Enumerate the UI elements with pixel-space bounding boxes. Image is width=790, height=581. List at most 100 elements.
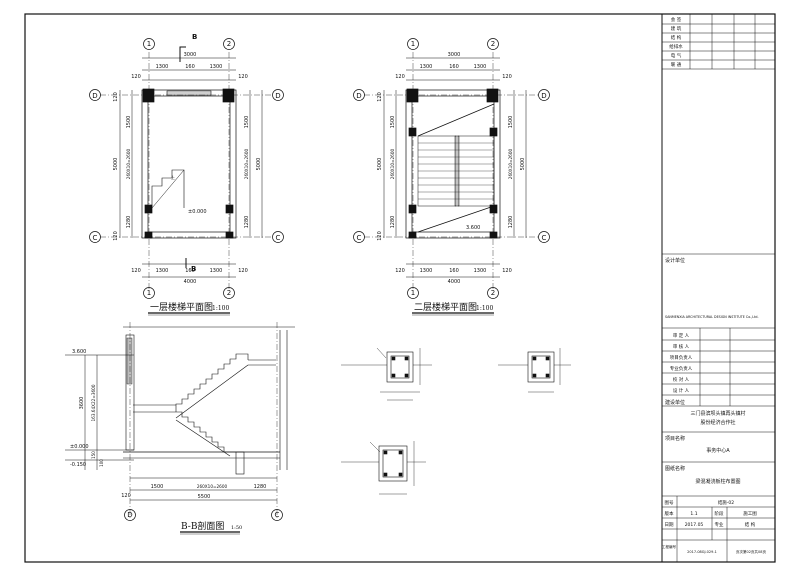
date-label: 日期: [665, 522, 674, 528]
dim-4000: 4000: [184, 279, 197, 285]
dim-1300: 1300: [156, 268, 169, 274]
detail-column-2: [498, 348, 571, 393]
project-no-label: 工程编号: [662, 544, 676, 549]
axis-label-c: C: [93, 234, 98, 242]
plan-second-floor-labels: 1 2 1 2 D D C C 3000 1300 160 1300 120 1…: [356, 40, 546, 313]
level-3600: 3.600: [466, 225, 480, 231]
dim-1500: 1500: [244, 116, 250, 129]
dim-1300: 1300: [420, 64, 433, 70]
plan1-scale: 1:100: [212, 305, 229, 312]
role-label: 审 核 人: [673, 343, 690, 350]
dim-4000: 4000: [448, 279, 461, 285]
drawing-name: 梁混凝浇板柱布置图: [695, 478, 740, 485]
axis-label-c: C: [276, 234, 281, 242]
plan-ground-floor: [89, 38, 284, 316]
sheet-frame: [24, 13, 776, 563]
axis-label-1: 1: [411, 289, 415, 297]
dim-120: 120: [121, 493, 131, 499]
dim-120: 120: [238, 268, 248, 274]
dim-stairs-run: 260X10=2600: [244, 148, 249, 179]
level-0: ±0.000: [70, 444, 89, 450]
dim-5000: 5000: [113, 158, 119, 171]
tb-row-label: 结 构: [671, 34, 682, 41]
section-scale: 1:50: [231, 525, 242, 531]
title-block-text: 会 签 建 筑 结 构 给排水 电 气 暖 通 设计单位 SANMENXIA A…: [662, 16, 766, 554]
axis-label-2: 2: [227, 40, 231, 48]
project-name: 事务中心A: [706, 447, 730, 454]
design-institute-en: SANMENXIA ARCHITECTURAL DESIGN INSTITUTE…: [665, 315, 759, 319]
dim-1500: 1500: [151, 484, 164, 490]
project-no: 2017-08GJ-029-1: [687, 550, 717, 554]
tb-row-label: 会 签: [671, 16, 682, 23]
discipline: 结 构: [745, 521, 756, 528]
plan2-title: 二层楼梯平面图: [414, 301, 477, 313]
axis-label-c: C: [542, 234, 547, 242]
dim-160: 160: [449, 64, 459, 70]
axis-label-d: D: [541, 92, 546, 100]
version-label: 版本: [665, 510, 674, 517]
dim-stairs-run: 260X10=2600: [390, 148, 395, 179]
client-name-line2: 股份经济合作社: [700, 419, 735, 426]
dim-1300: 1300: [420, 268, 433, 274]
dim-120: 120: [502, 74, 512, 80]
role-label: 设 计 人: [673, 387, 690, 394]
stage: 施工图: [743, 510, 757, 517]
axis-label-2: 2: [491, 40, 495, 48]
axis-label-d: D: [127, 511, 132, 519]
project-label: 项目名称: [665, 435, 685, 442]
dim-1280: 1280: [244, 216, 250, 229]
axis-label-d: D: [356, 92, 361, 100]
dim-120: 120: [395, 74, 405, 80]
axis-label-2: 2: [227, 289, 231, 297]
stair-up-note: 上: [171, 174, 175, 180]
discipline-label: 专业: [715, 521, 724, 528]
role-label: 专业负责人: [670, 365, 693, 372]
dim-1500: 1500: [126, 116, 132, 129]
design-unit-label: 设计单位: [665, 257, 685, 264]
role-label: 项目负责人: [670, 354, 693, 361]
section-mark-b: B: [192, 33, 197, 41]
axis-label-c: C: [357, 234, 362, 242]
tb-row-label: 暖 通: [671, 61, 682, 68]
date: 2017.05: [685, 522, 704, 528]
plan-second-floor: [353, 38, 550, 316]
dim-120: 120: [238, 74, 248, 80]
tb-row-label: 建 筑: [671, 25, 682, 32]
dim-5000: 5000: [520, 158, 526, 171]
dim-flight-height: 163.64X22=3600: [91, 384, 96, 421]
client-name-line1: 三门县滨坝头镇再头镇村: [690, 410, 745, 417]
section-mark-b: B: [191, 265, 196, 273]
section-b-b: [65, 322, 295, 535]
dim-1500: 1500: [508, 116, 514, 129]
axis-label-1: 1: [411, 40, 415, 48]
section-b-b-labels: D C 1500 260X10=2600 1280 5500 120 3600 …: [70, 349, 280, 532]
tb-row-label: 给排水: [669, 43, 683, 50]
axis-label-2: 2: [491, 289, 495, 297]
dim-1300: 1300: [474, 64, 487, 70]
dim-stairs-run: 260X10=2600: [197, 484, 228, 489]
drawing-no: 结施-02: [718, 499, 734, 506]
dim-120: 120: [131, 74, 141, 80]
dim-160: 160: [185, 268, 195, 274]
axis-label-1: 1: [147, 40, 151, 48]
dim-160: 160: [449, 268, 459, 274]
role-label: 校 对 人: [673, 376, 690, 383]
plan2-scale: 1:100: [476, 305, 493, 312]
axis-label-d: D: [275, 92, 280, 100]
title-block: [662, 14, 775, 562]
dim-1280: 1280: [254, 484, 267, 490]
plan-ground-floor-labels: 1 2 1 2 D D C C 3000 1300 160 1300 120 1…: [92, 33, 280, 313]
dim-120: 120: [113, 231, 119, 241]
axis-label-1: 1: [147, 289, 151, 297]
dim-1280: 1280: [390, 216, 396, 229]
dim-1500: 1500: [390, 116, 396, 129]
dim-3600: 3600: [79, 397, 85, 410]
dim-120: 120: [502, 268, 512, 274]
level-3600: 3.600: [72, 349, 86, 355]
dim-1300: 1300: [156, 64, 169, 70]
dim-1300: 1300: [474, 268, 487, 274]
dim-120: 120: [377, 92, 383, 102]
dim-5500: 5500: [198, 494, 211, 500]
detail-column-1: [341, 347, 432, 401]
